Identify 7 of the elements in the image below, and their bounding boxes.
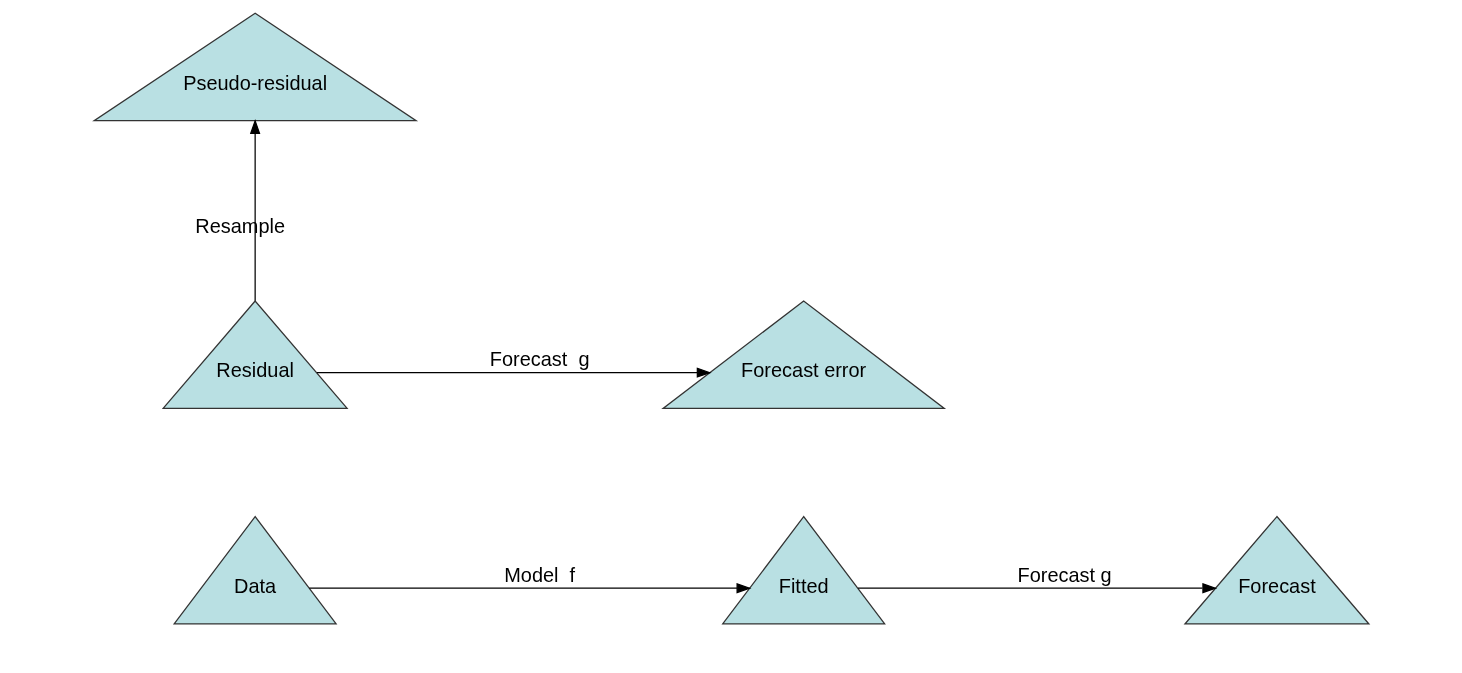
edge-label: Forecast g: [1017, 563, 1112, 586]
arrow: [249, 118, 260, 302]
arrow: [856, 582, 1217, 594]
edge-label: Model f: [503, 563, 575, 586]
edge-label: Forecast g: [489, 348, 589, 371]
arrow: [308, 582, 751, 594]
arrow: [315, 367, 712, 378]
